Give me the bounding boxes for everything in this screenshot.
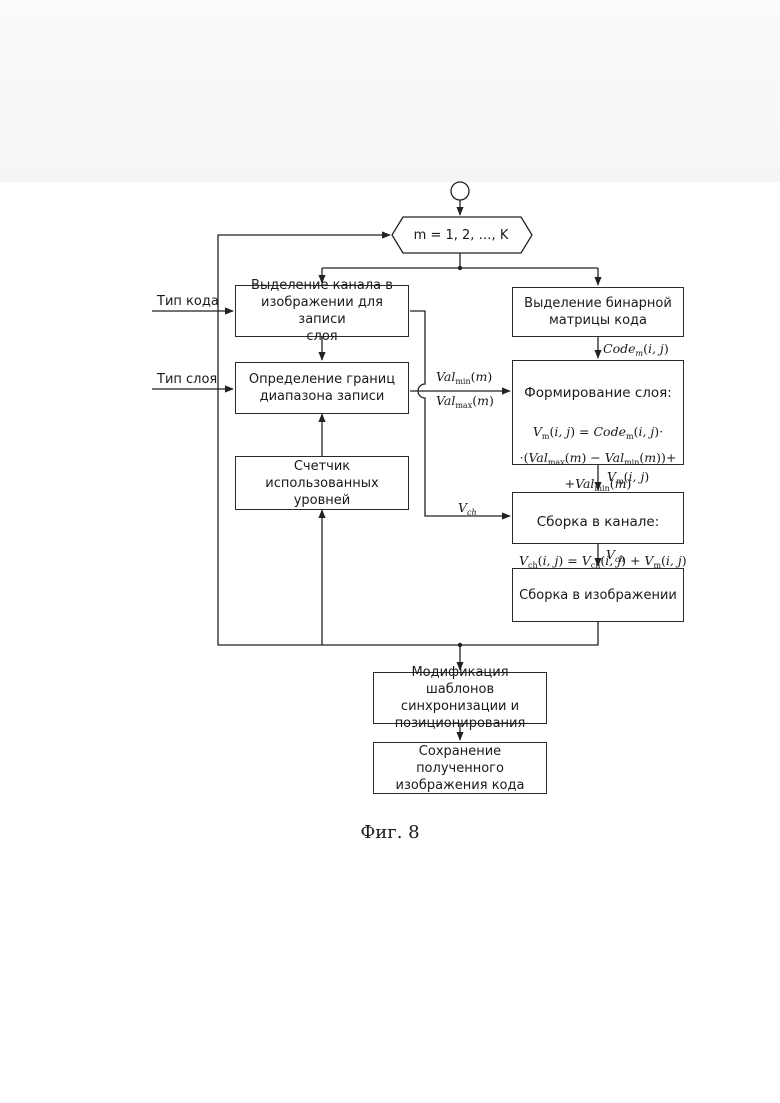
block-level-counter: Счетчик использованных уровней — [235, 456, 409, 510]
label-val-min: Valmin(m) — [436, 369, 492, 386]
block-channel-select: Выделение канала в изображении для запис… — [235, 285, 409, 337]
label-vch-input: Vch — [458, 500, 477, 517]
label-vch-output: Vch — [606, 547, 625, 564]
block-save-image: Сохранение полученного изображения кода — [373, 742, 547, 794]
block-channel-assembly: Сборка в канале: Vch(i, j) = Vch(i, j) +… — [512, 492, 684, 544]
arrow-vch-path — [410, 311, 510, 516]
label-code-m: Codem(i, j) — [603, 341, 669, 358]
junction-dot-bottom — [458, 643, 462, 647]
label-val-max: Valmax(m) — [436, 393, 494, 410]
loop-header-text: m = 1, 2, …, K — [400, 222, 522, 248]
block-image-assembly: Сборка в изображении — [512, 568, 684, 622]
block-layer-forming: Формирование слоя: Vm(i, j) = Codem(i, j… — [512, 360, 684, 465]
layer-forming-formula: Vm(i, j) = Codem(i, j)· ·(Valmax(m) − Va… — [519, 421, 677, 499]
input-layer-type: Тип слоя — [157, 372, 217, 387]
input-code-type: Тип кода — [157, 294, 219, 309]
start-terminator — [451, 182, 469, 200]
channel-assembly-title: Сборка в канале: — [519, 513, 677, 531]
block-binary-matrix: Выделение бинарной матрицы кода — [512, 287, 684, 337]
block-template-modification: Модификация шаблонов синхронизации и поз… — [373, 672, 547, 724]
label-vm: Vm(i, j) — [607, 469, 649, 486]
block-range-bounds: Определение границ диапазона записи — [235, 362, 409, 414]
layer-forming-title: Формирование слоя: — [519, 384, 677, 402]
junction-dot-top — [458, 266, 462, 270]
figure-caption: Фиг. 8 — [0, 822, 780, 843]
